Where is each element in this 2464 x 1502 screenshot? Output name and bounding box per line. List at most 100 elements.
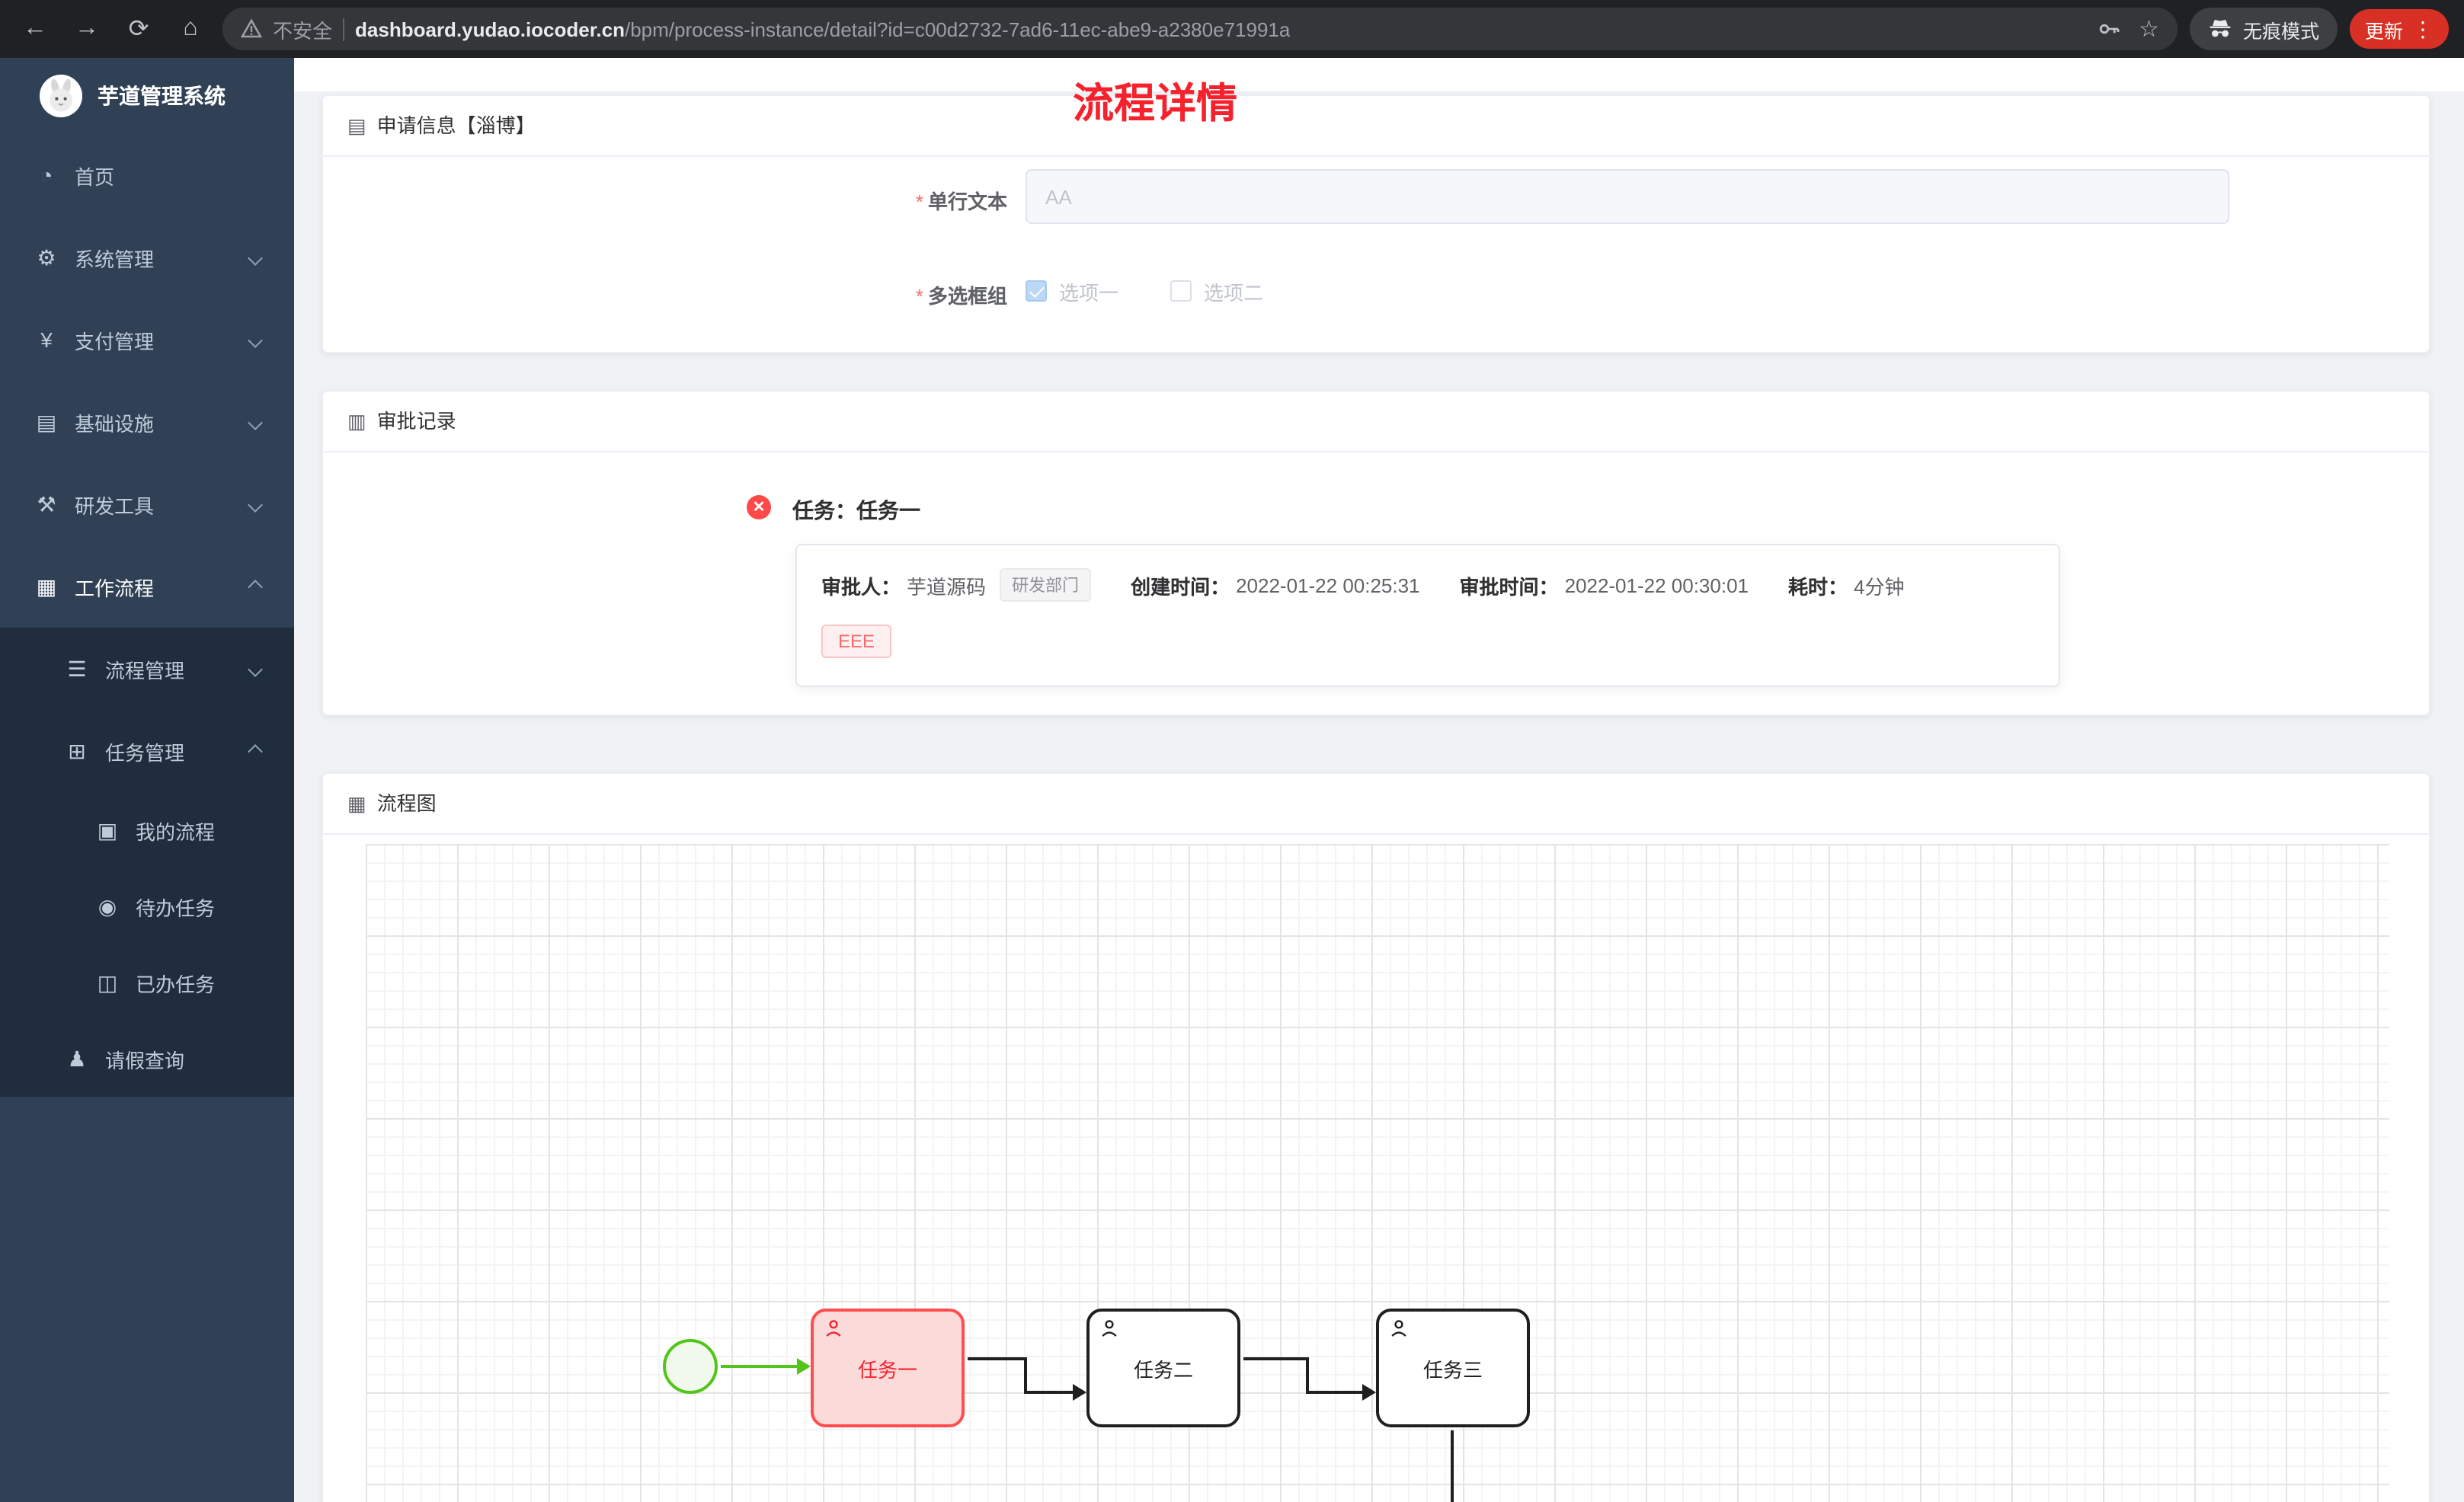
browser-menu-dots-icon[interactable]: ⋮	[2412, 16, 2434, 40]
not-secure-warning-icon	[241, 18, 262, 40]
approved-time-label: 审批时间：	[1459, 575, 1559, 598]
done-tasks-icon: ◫	[97, 970, 118, 994]
sidebar-item-my-process[interactable]: ▣ 我的流程	[0, 792, 294, 868]
sidebar-item-label: 支付管理	[75, 330, 155, 353]
task-node-1[interactable]: 任务一	[811, 1309, 965, 1427]
chevron-down-icon	[248, 332, 263, 347]
sidebar-item-label: 基础设施	[75, 412, 155, 435]
diagram-icon: ▦	[347, 792, 366, 815]
user-task-icon	[1100, 1319, 1118, 1342]
sidebar-item-home[interactable]: ◔ 首页	[0, 134, 294, 216]
forward-icon[interactable]: →	[75, 15, 99, 41]
sidebar-item-label: 待办任务	[136, 896, 216, 919]
sidebar-item-label: 工作流程	[75, 577, 155, 599]
sidebar-item-task-mgmt[interactable]: ⊞ 任务管理	[0, 710, 294, 792]
checkbox-option-label: 选项一	[1059, 281, 1119, 304]
sidebar-item-workflow[interactable]: ▦ 工作流程	[0, 545, 294, 628]
sidebar-item-label: 研发工具	[75, 494, 155, 517]
checkbox-checked-icon[interactable]	[1026, 280, 1047, 302]
list-icon: ☰	[67, 656, 87, 680]
checkbox-unchecked-icon[interactable]	[1170, 280, 1192, 302]
my-process-icon: ▣	[97, 817, 118, 842]
dept-tag: 研发部门	[1000, 568, 1092, 602]
approval-detail-row: 审批人： 芋道源码 研发部门 创建时间： 2022-01-22 00:25:31…	[821, 568, 2034, 602]
approval-record-card-header: ▥ 审批记录	[323, 391, 2429, 452]
sidebar-item-system-mgmt[interactable]: ⚙ 系统管理	[0, 216, 294, 299]
sidebar-item-dev-tools[interactable]: ⚒ 研发工具	[0, 463, 294, 545]
checkbox-option-label: 选项二	[1204, 281, 1264, 304]
browser-toolbar: ← → ⟳ ⌂ 不安全 dashboard.yudao.iocoder.cn/b…	[0, 0, 2464, 58]
sidebar-item-label: 请假查询	[105, 1049, 185, 1072]
task-node-2[interactable]: 任务二	[1086, 1309, 1240, 1427]
checkbox-option-2[interactable]: 选项二	[1170, 276, 1263, 305]
approval-comment-tag: EEE	[821, 625, 892, 658]
flow-diagram-card: ▦ 流程图 任务一	[322, 772, 2430, 1502]
bookmark-star-icon[interactable]: ☆	[2139, 17, 2159, 43]
apply-info-card: ▤ 申请信息【淄博】 *单行文本 *多选框组 选项一 选项二	[322, 94, 2430, 353]
chevron-down-icon	[248, 497, 263, 512]
start-event-node[interactable]	[663, 1339, 718, 1394]
record-icon: ▥	[347, 410, 366, 433]
home-icon[interactable]: ⌂	[183, 15, 198, 41]
main-content: 流程详情 ▤ 申请信息【淄博】 *单行文本 *多选框组 选项一 选项二	[294, 58, 2464, 1502]
approval-record-card: ▥ 审批记录 ✕ 任务：任务一 审批人： 芋道源码 研发部门 创建时间： 202…	[322, 390, 2430, 716]
approved-time-group: 审批时间： 2022-01-22 00:30:01	[1460, 570, 1749, 599]
chevron-up-icon	[248, 579, 263, 594]
page-title: 流程详情	[1073, 81, 1237, 126]
dashboard-icon: ◔	[40, 163, 53, 187]
duration-label: 耗时：	[1788, 575, 1848, 598]
omnibox-divider	[343, 18, 345, 40]
checkbox-option-1[interactable]: 选项一	[1026, 276, 1118, 305]
chevron-down-icon	[248, 661, 263, 676]
update-label: 更新	[2364, 21, 2403, 42]
sidebar-item-label: 系统管理	[75, 248, 155, 270]
approved-time-value: 2022-01-22 00:30:01	[1564, 574, 1749, 596]
sidebar: 芋道管理系统 ◔ 首页 ⚙ 系统管理 ¥ 支付管理 ▤ 基础设施 ⚒ 研发工具 …	[0, 58, 294, 1502]
sidebar-item-done-tasks[interactable]: ◫ 已办任务	[0, 944, 294, 1021]
update-button[interactable]: 更新 ⋮	[2349, 9, 2449, 49]
single-line-text-input[interactable]	[1026, 169, 2229, 224]
flow-diagram-card-title: 流程图	[376, 792, 437, 815]
checkbox-group-label: *多选框组	[794, 280, 1007, 309]
chevron-down-icon	[248, 250, 263, 265]
key-icon[interactable]	[2096, 17, 2120, 41]
gear-icon: ⚙	[37, 244, 56, 269]
sidebar-item-leave-query[interactable]: ♟ 请假查询	[0, 1021, 294, 1097]
approval-detail-box: 审批人： 芋道源码 研发部门 创建时间： 2022-01-22 00:25:31…	[795, 544, 2060, 687]
url-text: dashboard.yudao.iocoder.cn/bpm/process-i…	[355, 18, 2085, 40]
back-icon[interactable]: ←	[23, 15, 47, 41]
omnibox-actions: ☆	[2096, 15, 2159, 43]
created-time-group: 创建时间： 2022-01-22 00:25:31	[1131, 570, 1419, 599]
task-node-label: 任务二	[1133, 1358, 1193, 1381]
sidebar-item-label: 流程管理	[105, 659, 185, 682]
security-label[interactable]: 不安全	[273, 19, 333, 42]
app-logo-avatar	[40, 75, 82, 117]
task-node-label: 任务一	[857, 1358, 917, 1381]
sidebar-item-todo-tasks[interactable]: ◉ 待办任务	[0, 868, 294, 944]
reload-icon[interactable]: ⟳	[128, 17, 149, 43]
sidebar-item-label: 我的流程	[136, 820, 216, 843]
duration-value: 4分钟	[1854, 575, 1905, 598]
approver-label: 审批人：	[821, 575, 901, 598]
sidebar-item-process-mgmt[interactable]: ☰ 流程管理	[0, 628, 294, 710]
bpmn-canvas[interactable]: 任务一 任务二 任务三	[366, 844, 2389, 1502]
approval-record-card-title: 审批记录	[376, 410, 456, 433]
sidebar-item-infrastructure[interactable]: ▤ 基础设施	[0, 381, 294, 463]
person-icon: ♟	[67, 1046, 87, 1070]
required-star: *	[915, 190, 923, 213]
infrastructure-icon: ▤	[36, 409, 57, 433]
app-title: 芋道管理系统	[98, 84, 226, 108]
user-task-icon	[1390, 1319, 1408, 1342]
sidebar-item-label: 任务管理	[105, 741, 185, 764]
apply-info-card-header: ▤ 申请信息【淄博】	[323, 96, 2429, 157]
created-time-label: 创建时间：	[1131, 575, 1230, 598]
sidebar-item-label: 已办任务	[136, 973, 216, 995]
app-logo-row[interactable]: 芋道管理系统	[0, 58, 294, 134]
document-icon: ▤	[347, 114, 366, 137]
address-bar[interactable]: 不安全 dashboard.yudao.iocoder.cn/bpm/proce…	[222, 8, 2178, 50]
sidebar-item-payment-mgmt[interactable]: ¥ 支付管理	[0, 299, 294, 381]
checkbox-group: 选项一 选项二	[1026, 270, 1263, 312]
timeline-error-icon: ✕	[747, 495, 771, 519]
task-node-3[interactable]: 任务三	[1376, 1309, 1530, 1427]
